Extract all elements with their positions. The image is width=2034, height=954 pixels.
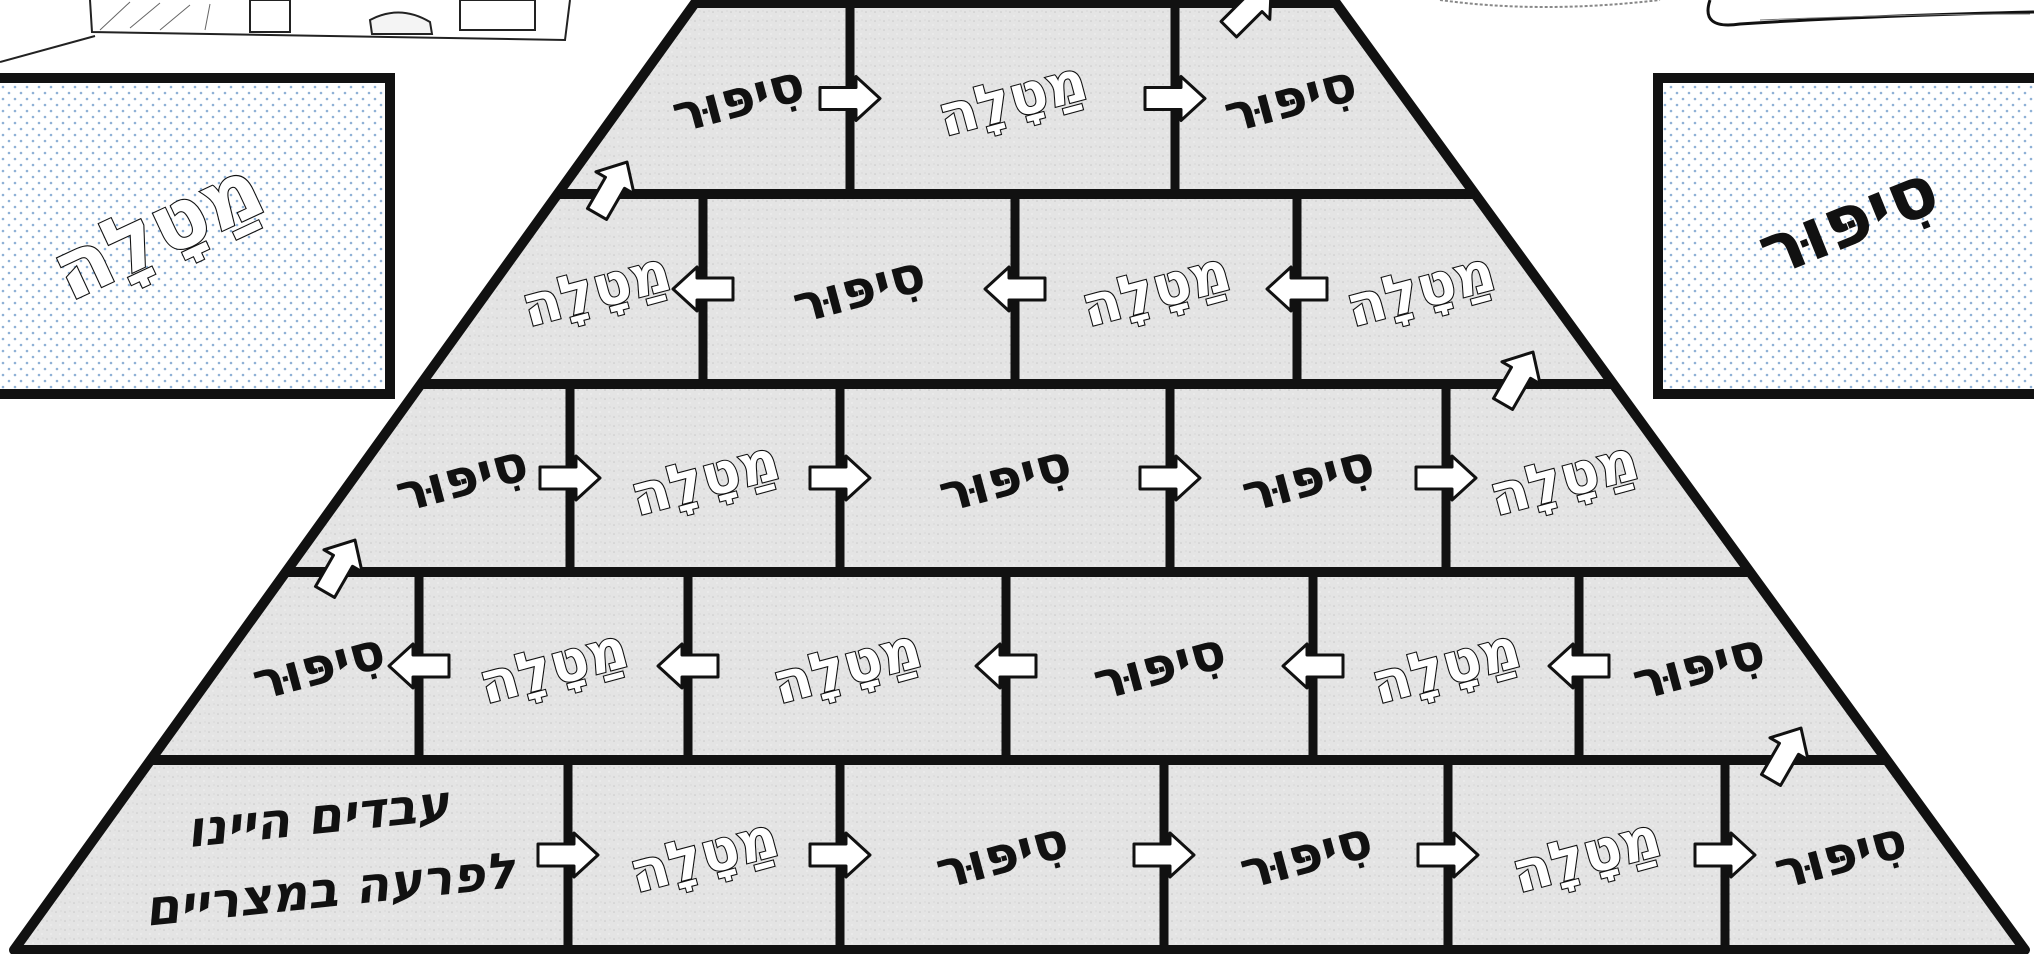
side-box-right: סִיפּוּר: [1658, 78, 2034, 394]
cartoon-illustration-left: [0, 0, 570, 62]
cartoon-illustration-right: [1440, 0, 2034, 25]
side-box-left: מַטָלָה: [0, 78, 390, 394]
